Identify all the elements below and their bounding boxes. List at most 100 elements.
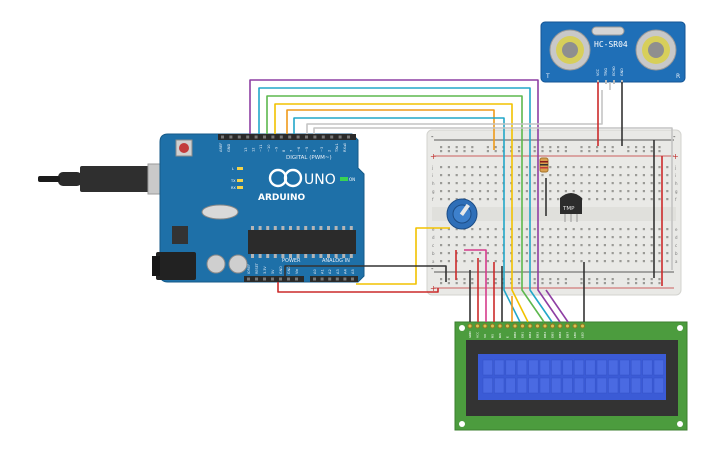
breadboard-hole (525, 166, 528, 169)
breadboard-hole (455, 182, 458, 185)
lcd-char-cell (482, 359, 493, 376)
header-pin[interactable] (330, 135, 334, 139)
lcd-pin[interactable] (557, 323, 563, 329)
header-pin[interactable] (247, 277, 250, 281)
lcd-pin[interactable] (505, 323, 510, 329)
potentiometer-icon[interactable] (446, 198, 478, 230)
lcd-pin[interactable] (482, 323, 488, 329)
header-pin[interactable] (255, 277, 258, 281)
breadboard-hole (564, 174, 567, 177)
analog-pin-label: A0 (313, 269, 317, 274)
breadboard-hole (627, 278, 630, 281)
header-pin[interactable] (295, 277, 298, 281)
header-pin[interactable] (287, 277, 290, 281)
header-pin[interactable] (343, 277, 347, 281)
breadboard-hole (494, 278, 497, 281)
header-pin[interactable] (313, 135, 317, 139)
breadboard-hole (619, 190, 622, 193)
header-pin[interactable] (229, 135, 233, 139)
header-pin[interactable] (335, 277, 339, 281)
digital-pin-label: ~6 (297, 146, 301, 152)
header-pin[interactable] (271, 277, 274, 281)
breadboard-hole (440, 198, 443, 201)
breadboard-hole (533, 174, 536, 177)
breadboard-hole (549, 198, 552, 201)
breadboard-hole (440, 166, 443, 169)
rx-label: RX (231, 186, 236, 190)
breadboard-hole (541, 146, 544, 149)
header-pin[interactable] (221, 135, 224, 139)
sensor-pin[interactable] (605, 80, 607, 84)
reset-button-icon[interactable] (175, 139, 193, 157)
header-pin[interactable] (313, 277, 316, 281)
breadboard-hole (549, 150, 552, 153)
breadboard-hole (658, 244, 661, 247)
lcd-pin[interactable] (550, 323, 555, 329)
lcd-pin[interactable] (512, 323, 518, 329)
power-pin-label: RESET (255, 262, 259, 274)
lcd-pin[interactable] (565, 323, 570, 329)
header-pin[interactable] (279, 277, 282, 281)
lcd-pin[interactable] (497, 323, 503, 329)
sensor-t-mark: T (545, 73, 550, 80)
header-pin[interactable] (338, 135, 342, 139)
breadboard-hole (627, 146, 630, 149)
lcd-pin[interactable] (542, 323, 548, 329)
breadboard-hole (525, 228, 528, 231)
lcd-pin[interactable] (490, 323, 495, 329)
breadboard-hole (494, 150, 497, 153)
header-pin[interactable] (296, 135, 300, 139)
breadboard-hole (611, 182, 614, 185)
header-pin[interactable] (351, 277, 354, 281)
header-pin[interactable] (237, 135, 241, 139)
lcd-pin[interactable] (520, 323, 525, 329)
breadboard-hole (650, 150, 653, 153)
breadboard-hole (494, 282, 497, 285)
breadboard-hole (447, 146, 450, 149)
lcd-char-cell (516, 359, 528, 376)
header-pin[interactable] (288, 135, 292, 139)
breadboard-hole (533, 182, 536, 185)
breadboard-hole (557, 282, 560, 285)
lcd-pin[interactable] (527, 323, 533, 329)
header-pin[interactable] (271, 135, 275, 139)
analog-pin-label: A5 (351, 269, 355, 274)
sensor-pin[interactable] (613, 80, 615, 84)
header-pin[interactable] (328, 277, 332, 281)
digital-pin-label: ~11 (259, 144, 263, 152)
arduino-model-text: UNO (304, 172, 336, 188)
analog-pin-label: A1 (321, 269, 325, 274)
breadboard-hole (580, 260, 583, 263)
lcd-pin[interactable] (580, 323, 585, 329)
breadboard-hole (650, 228, 653, 231)
lcd-char-cell (505, 377, 516, 394)
lcd-char-cell (505, 359, 516, 376)
breadboard-hole (518, 282, 521, 285)
breadboard-hole (564, 190, 567, 193)
header-pin[interactable] (246, 135, 250, 139)
breadboard-hole (580, 236, 583, 239)
sensor-label: HC-SR04 (594, 40, 628, 49)
header-pin[interactable] (321, 135, 325, 139)
header-pin[interactable] (263, 135, 266, 139)
header-pin[interactable] (263, 277, 266, 281)
lcd-pin[interactable] (475, 323, 480, 329)
breadboard-row-letter: a (432, 259, 435, 264)
header-pin[interactable] (279, 135, 283, 139)
breadboard-hole (635, 236, 638, 239)
breadboard-hole (455, 282, 458, 285)
lcd-pin[interactable] (572, 323, 578, 329)
breadboard-hole (611, 278, 614, 281)
breadboard-hole (603, 166, 606, 169)
header-pin[interactable] (254, 135, 258, 139)
header-pin[interactable] (305, 135, 308, 139)
lcd-pin[interactable] (535, 323, 540, 329)
breadboard-hole (627, 190, 630, 193)
header-pin[interactable] (320, 277, 324, 281)
header-pin[interactable] (347, 135, 350, 139)
lcd-pin[interactable] (467, 323, 473, 329)
breadboard-hole (557, 190, 560, 193)
